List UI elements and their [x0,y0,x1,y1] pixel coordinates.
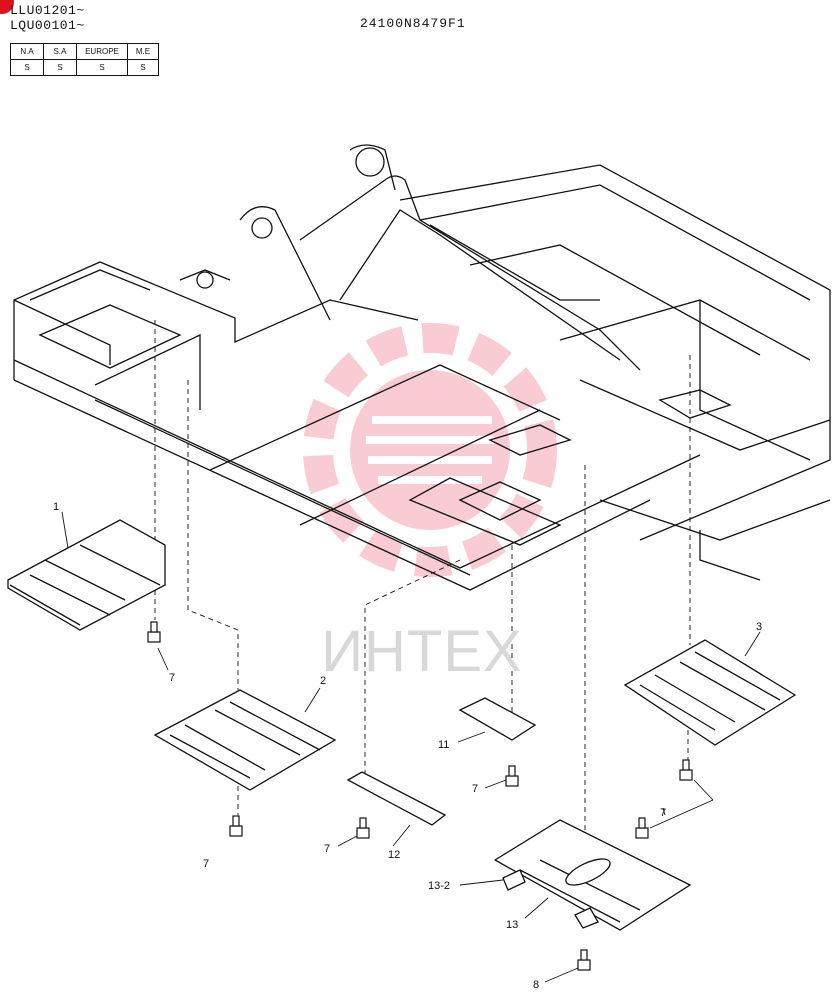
callout-part-11: 11 [438,739,449,751]
assembly-guide-lines [154,320,691,835]
leader-lines [61,511,761,983]
callout-part-7: 7 [472,783,478,795]
part-12-strip-plate [346,771,447,826]
frame-structure [13,261,701,591]
bolt-8 [577,949,591,971]
bolts [147,621,693,971]
bolt-7 [147,621,161,643]
frame-edge [13,299,111,365]
right-frame-inner-top [419,184,811,301]
right-frame-structure [399,164,831,581]
bolt-7 [229,815,243,837]
bolt-7 [356,817,370,839]
boom-head [349,144,396,191]
boom-structure [179,144,641,371]
part-1-cover-plate [7,519,166,631]
part-13-bottom-plate [493,819,692,931]
callout-part-7: 7 [169,672,175,684]
serial-range-1: LLU01201~ [10,3,85,18]
part-2-cover-plate [153,689,337,791]
boom-pin-low [196,271,214,289]
callout-part-7: 7 [324,843,330,855]
callout-part-1: 1 [53,501,59,513]
right-frame-bottom [599,499,831,541]
boom-pin-left [251,217,273,239]
part-11-small-plate [458,697,537,741]
boom-left-plate [239,206,331,321]
document-number: 24100N8479F1 [360,16,466,31]
region-value: S [127,59,159,76]
bolt-7 [635,817,649,839]
frame-crossbar [94,399,471,576]
callout-part-3: 3 [756,621,762,633]
right-frame-pad [658,389,732,419]
callout-part-13: 13 [506,919,518,931]
watermark-text: ИНТЕХ [321,619,523,684]
right-frame-lower [579,379,831,451]
callout-part-2: 2 [320,675,326,687]
right-frame-foot [699,530,761,581]
frame-plate-front [299,409,541,526]
right-frame-post [699,300,811,461]
guide-line [364,559,461,775]
serial-range-2: LQU00101~ [10,18,85,33]
boom-pin-top [355,147,385,177]
part-3-cover-plate [623,639,797,746]
frame-top-rail [29,269,151,301]
boom-bracket [179,269,231,281]
frame-mount-plate [458,481,542,521]
part-13-2-bracket [502,869,526,891]
region-value: S [43,59,77,76]
boom-lower-edge [339,209,621,361]
right-frame-rail [469,244,761,356]
region-table: N.A S.A EUROPE M.E S S S S [10,43,159,76]
callout-part-7: 7 [660,807,666,819]
callout-part-8: 8 [533,979,539,991]
boom-upper-edge [299,175,641,371]
guide-line [187,380,239,690]
bolt-7 [679,759,693,781]
frame-inner-edge [13,359,701,569]
bolt-7 [505,765,519,787]
watermark-gear-logo [303,323,557,577]
frame-lower-edge [13,379,651,591]
callout-part-12: 12 [388,849,400,861]
callout-part-13-2: 13-2 [428,880,450,892]
frame-member [94,333,201,410]
frame-plate-outline [209,364,561,471]
right-frame-outline [399,164,831,541]
frame-cutout [38,304,182,369]
boom-web [429,224,600,301]
frame-rail-slot [408,477,562,546]
right-frame-beam [559,299,811,361]
mount-block [488,424,572,456]
callout-part-7: 7 [203,858,209,870]
region-value-row: S S S S [10,59,159,76]
